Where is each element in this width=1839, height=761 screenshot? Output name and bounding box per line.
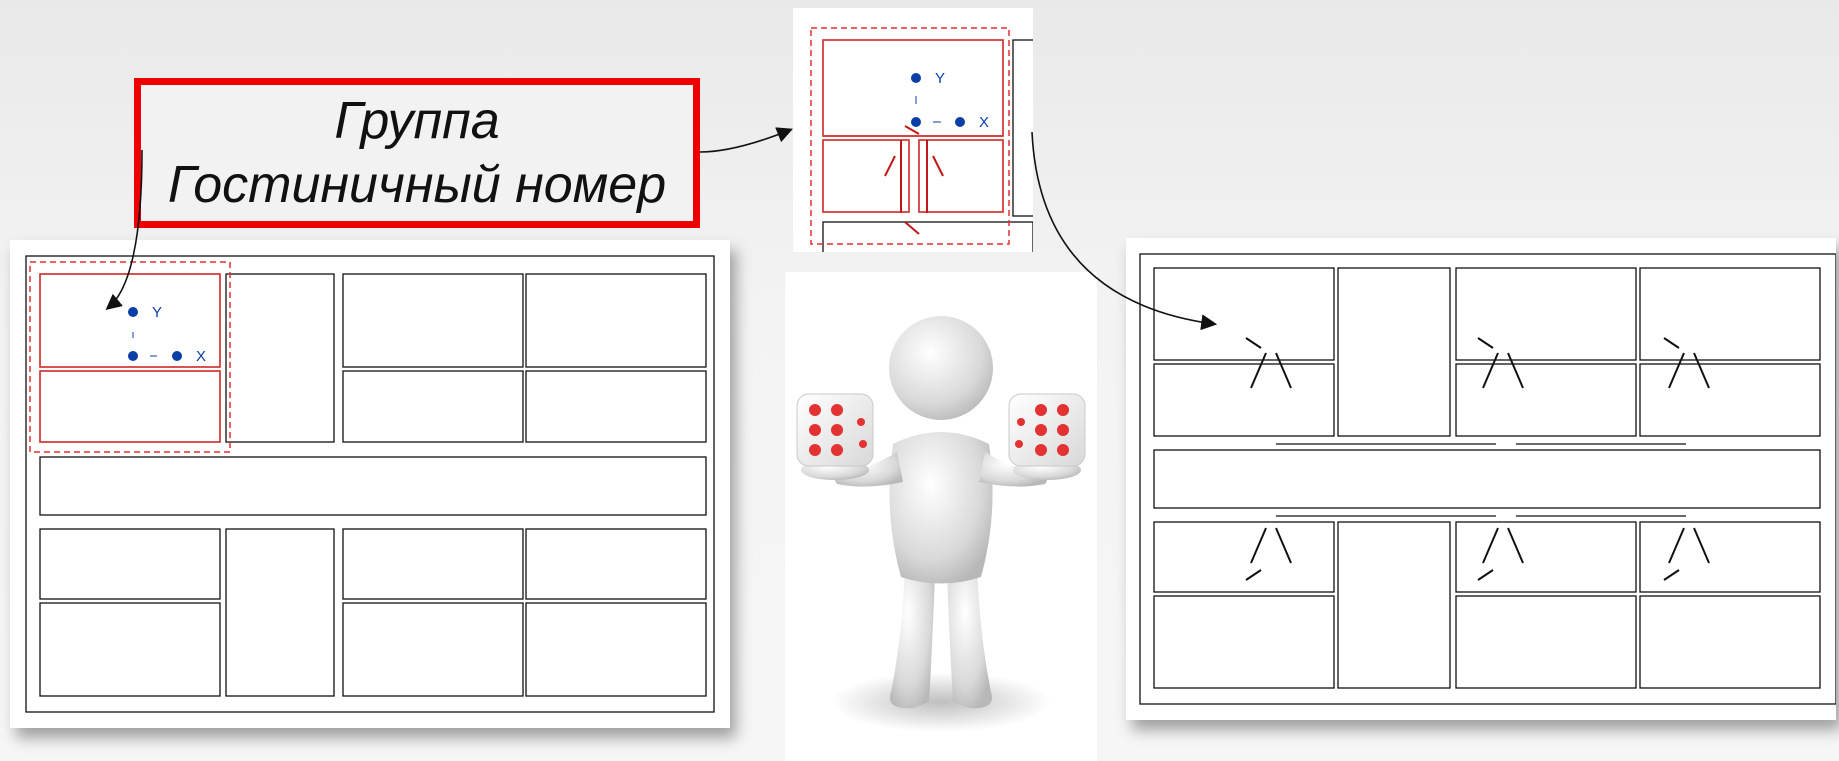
door-swing-detail xyxy=(884,125,944,235)
callout-subtitle: Гостиничный номер xyxy=(167,156,667,214)
x-axis-label: X xyxy=(196,348,206,365)
group-callout-box: Группа Гостиничный номер xyxy=(134,78,700,228)
left-die xyxy=(796,393,874,467)
floor-plan-left: Y X xyxy=(10,240,730,728)
detail-x-axis-label: X xyxy=(979,114,989,131)
group-detail-zoom: Y X xyxy=(793,8,1033,252)
y-axis-label: Y xyxy=(152,304,162,321)
callout-title: Группа xyxy=(334,92,500,150)
detail-y-axis-label: Y xyxy=(935,70,945,87)
dice-figure-illustration xyxy=(785,272,1097,761)
floor-plan-right xyxy=(1126,238,1836,720)
right-die xyxy=(1008,393,1086,467)
door-swings xyxy=(1245,337,1710,581)
group-origin-marker xyxy=(128,307,182,361)
